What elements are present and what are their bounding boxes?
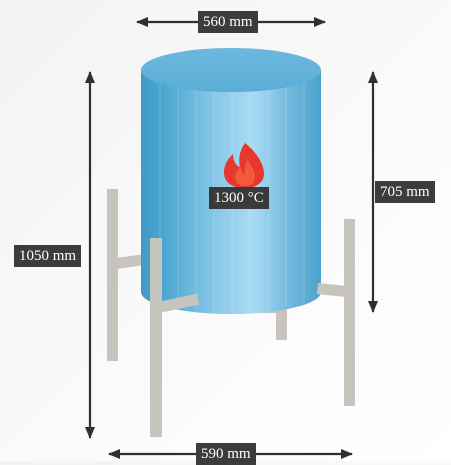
- strut-front-right: [316, 283, 352, 298]
- total-height-label: 1050 mm: [14, 245, 82, 267]
- leg-front-right: [344, 219, 355, 406]
- vessel-height-label: 705 mm: [375, 181, 435, 203]
- strut-back-left: [116, 254, 146, 269]
- temperature-label: 1300 °C: [209, 187, 269, 209]
- top-diameter-label: 560 mm: [198, 11, 258, 33]
- leg-back-left: [107, 189, 118, 361]
- front-legs: [150, 219, 355, 437]
- flame-icon: [224, 143, 264, 188]
- leg-back-right: [276, 302, 287, 340]
- leg-front-left: [150, 238, 162, 437]
- vessel-top: [141, 48, 321, 92]
- vessel: [141, 48, 321, 314]
- base-width-label: 590 mm: [196, 443, 256, 465]
- strut-front-left: [158, 293, 200, 313]
